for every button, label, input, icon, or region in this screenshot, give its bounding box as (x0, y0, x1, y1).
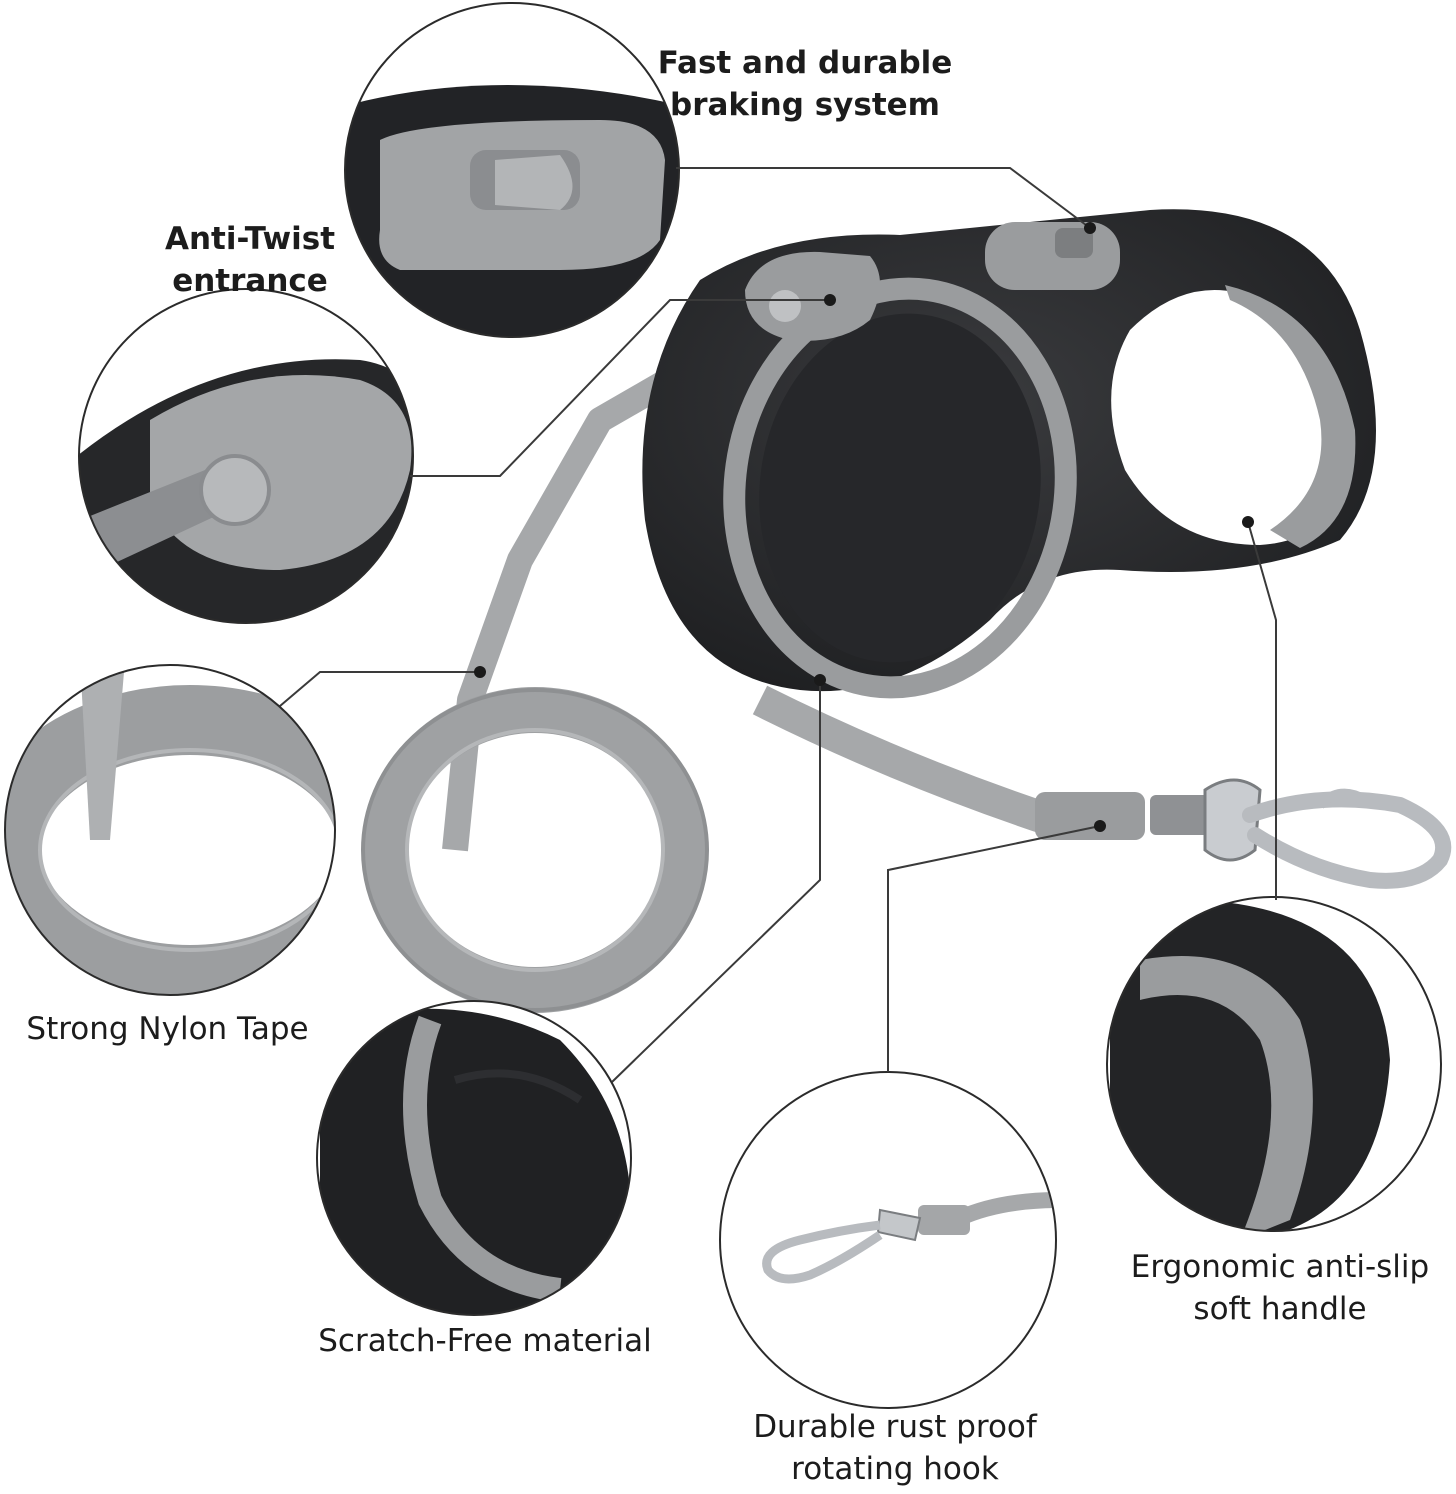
label-scratch-free-line1: Scratch-Free material (318, 1323, 652, 1359)
callout-dot (1094, 820, 1106, 832)
scratch-free-detail-circle (316, 1000, 632, 1316)
label-soft-handle: Ergonomic anti-slip soft handle (1115, 1246, 1445, 1330)
nylon-tape-detail-circle (4, 664, 336, 996)
label-hook-line2: rotating hook (791, 1451, 999, 1487)
callout-dots (474, 222, 1254, 832)
callout-lines (279, 167, 1277, 1083)
label-nylon-tape-line1: Strong Nylon Tape (26, 1011, 309, 1047)
label-handle-line1: Ergonomic anti-slip (1130, 1249, 1430, 1285)
hook-detail-circle (719, 1071, 1057, 1409)
callout-dot (814, 674, 826, 686)
label-braking-line1: Fast and durable (657, 45, 953, 81)
callout-dot (1084, 222, 1096, 234)
label-anti-twist-line1: Anti-Twist (164, 221, 336, 257)
callout-dot (1242, 516, 1254, 528)
callout-dot (474, 666, 486, 678)
label-scratch-free: Scratch-Free material (300, 1320, 670, 1362)
label-hook-line1: Durable rust proof (753, 1409, 1037, 1445)
callout-dot (824, 294, 836, 306)
label-braking-line2: braking system (670, 87, 940, 123)
handle-detail-circle (1106, 896, 1442, 1232)
label-anti-twist-line2: entrance (172, 263, 328, 299)
label-rotating-hook: Durable rust proof rotating hook (730, 1406, 1060, 1490)
label-anti-twist: Anti-Twist entrance (140, 218, 360, 302)
label-braking-system: Fast and durable braking system (650, 42, 960, 126)
label-nylon-tape: Strong Nylon Tape (10, 1008, 325, 1050)
braking-detail-circle (344, 2, 680, 338)
anti-twist-detail-circle (78, 288, 414, 624)
leash-device (361, 209, 1452, 1013)
label-handle-line2: soft handle (1193, 1291, 1367, 1327)
